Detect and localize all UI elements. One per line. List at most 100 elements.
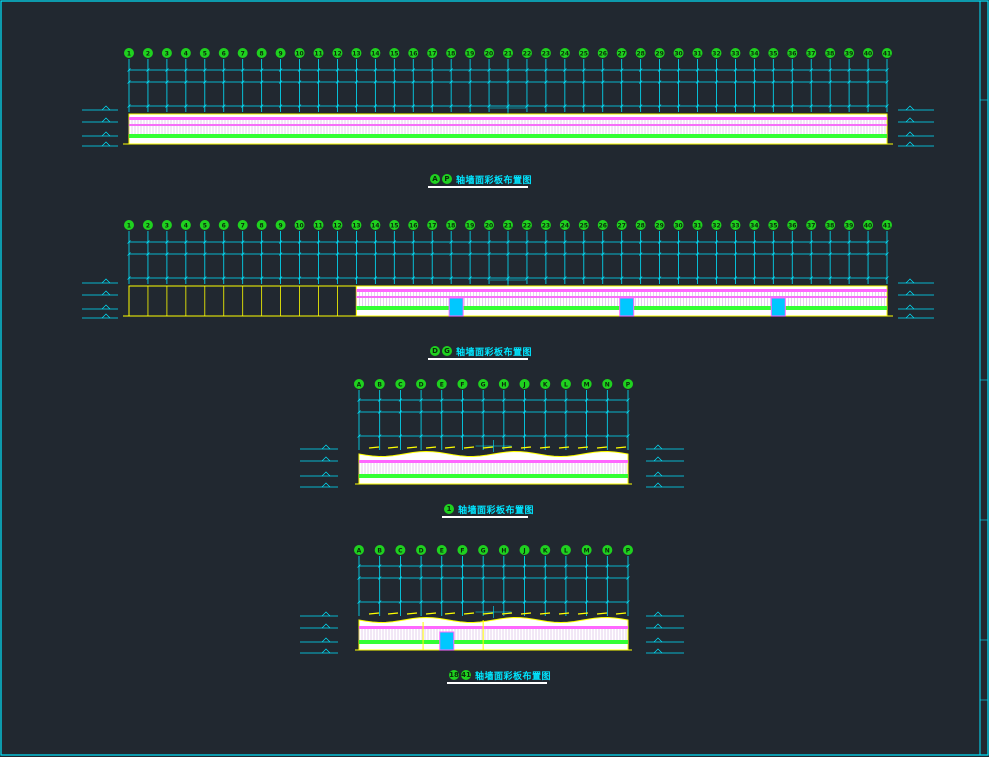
dimension-tick (392, 80, 397, 84)
axis-bubble (395, 379, 406, 389)
axis-bubble (540, 48, 551, 58)
dimension-tick (522, 434, 527, 438)
dimension-tick (564, 600, 568, 604)
axis-bubble (623, 379, 633, 389)
level-marker (653, 456, 663, 462)
axis-label: F (460, 382, 464, 389)
dimension-tick (543, 564, 547, 568)
axis-bubble (124, 48, 134, 58)
axis-label: 28 (636, 51, 644, 58)
dimension-tick (127, 80, 131, 84)
axis-bubble (374, 379, 385, 389)
dimension-tick (468, 80, 472, 84)
axis-label: 11 (314, 223, 322, 230)
dimension-tick (885, 68, 889, 72)
axis-label: 8 (260, 223, 264, 230)
dimension-tick (714, 240, 719, 244)
axis-label: 35 (769, 223, 777, 230)
dimension-tick (695, 104, 700, 108)
dimension-tick (619, 240, 624, 244)
axis-label: G (481, 382, 486, 389)
panel-band (359, 626, 628, 629)
axis-bubble (498, 545, 509, 555)
roof-trim-mark (387, 612, 399, 615)
dimension-tick (259, 276, 264, 280)
axis-bubble (124, 220, 134, 230)
dimension-tick (506, 80, 510, 84)
axis-label: 39 (845, 51, 853, 58)
axis-label: 9 (279, 223, 283, 230)
dimension-tick (373, 276, 378, 280)
dimension-tick (522, 398, 527, 402)
dimension-tick (398, 434, 403, 438)
dimension-tick (240, 104, 245, 108)
axis-label: L (564, 548, 568, 555)
level-marker (101, 117, 111, 123)
dimension-tick (481, 576, 485, 580)
level-marker (653, 482, 663, 488)
title-underline (442, 516, 528, 518)
dimension-tick (373, 68, 378, 72)
axis-bubble (436, 545, 447, 555)
dimension-tick (240, 240, 245, 244)
dimension-tick (605, 434, 610, 438)
axis-label: C (398, 382, 403, 389)
ground-band (359, 474, 628, 478)
dimension-tick (502, 434, 506, 438)
axis-bubble (465, 48, 476, 58)
dimension-tick (259, 240, 264, 244)
dimension-tick (695, 80, 700, 84)
dimension-tick (440, 564, 444, 568)
dimension-tick (695, 276, 700, 280)
axis-label: K (543, 548, 548, 555)
dimension-tick (601, 68, 605, 72)
axis-bubble (427, 48, 438, 58)
dimension-tick (377, 410, 382, 414)
dimension-tick (357, 398, 361, 402)
dimension-tick (377, 600, 382, 604)
dimension-tick (564, 434, 568, 438)
dimension-tick (544, 276, 548, 280)
dimension-tick (297, 252, 302, 256)
dimension-tick (411, 252, 415, 256)
axis-label: 33 (731, 223, 739, 230)
dimension-tick (626, 434, 630, 438)
dimension-tick (847, 276, 851, 280)
dimension-tick (752, 68, 757, 72)
level-marker (101, 304, 111, 310)
dimension-tick (752, 252, 757, 256)
axis-bubble (218, 220, 229, 230)
level-marker (321, 456, 331, 462)
dimension-tick (522, 576, 527, 580)
axis-bubble (484, 220, 495, 230)
dimension-tick (790, 276, 794, 280)
axis-label: 16 (409, 223, 417, 230)
dimension-tick (626, 576, 630, 580)
dimension-tick (481, 564, 485, 568)
axis-label: 15 (390, 223, 398, 230)
dimension-tick (809, 68, 813, 72)
dimension-tick (714, 68, 719, 72)
axis-label: 36 (788, 223, 796, 230)
dimension-tick (626, 410, 630, 414)
dimension-tick (847, 68, 851, 72)
axis-bubble (768, 48, 779, 58)
dimension-tick (468, 276, 472, 280)
level-marker (101, 278, 111, 284)
dimension-tick (563, 252, 567, 256)
axis-bubble (275, 48, 286, 58)
axis-label: K (543, 382, 548, 389)
door-opening (448, 297, 464, 317)
level-marker (653, 623, 663, 629)
axis-bubble (730, 220, 741, 230)
level-marker (321, 637, 331, 643)
dimension-tick (357, 434, 361, 438)
axis-bubble (616, 48, 627, 58)
axis-label: 27 (618, 223, 626, 230)
dimension-tick (392, 252, 397, 256)
